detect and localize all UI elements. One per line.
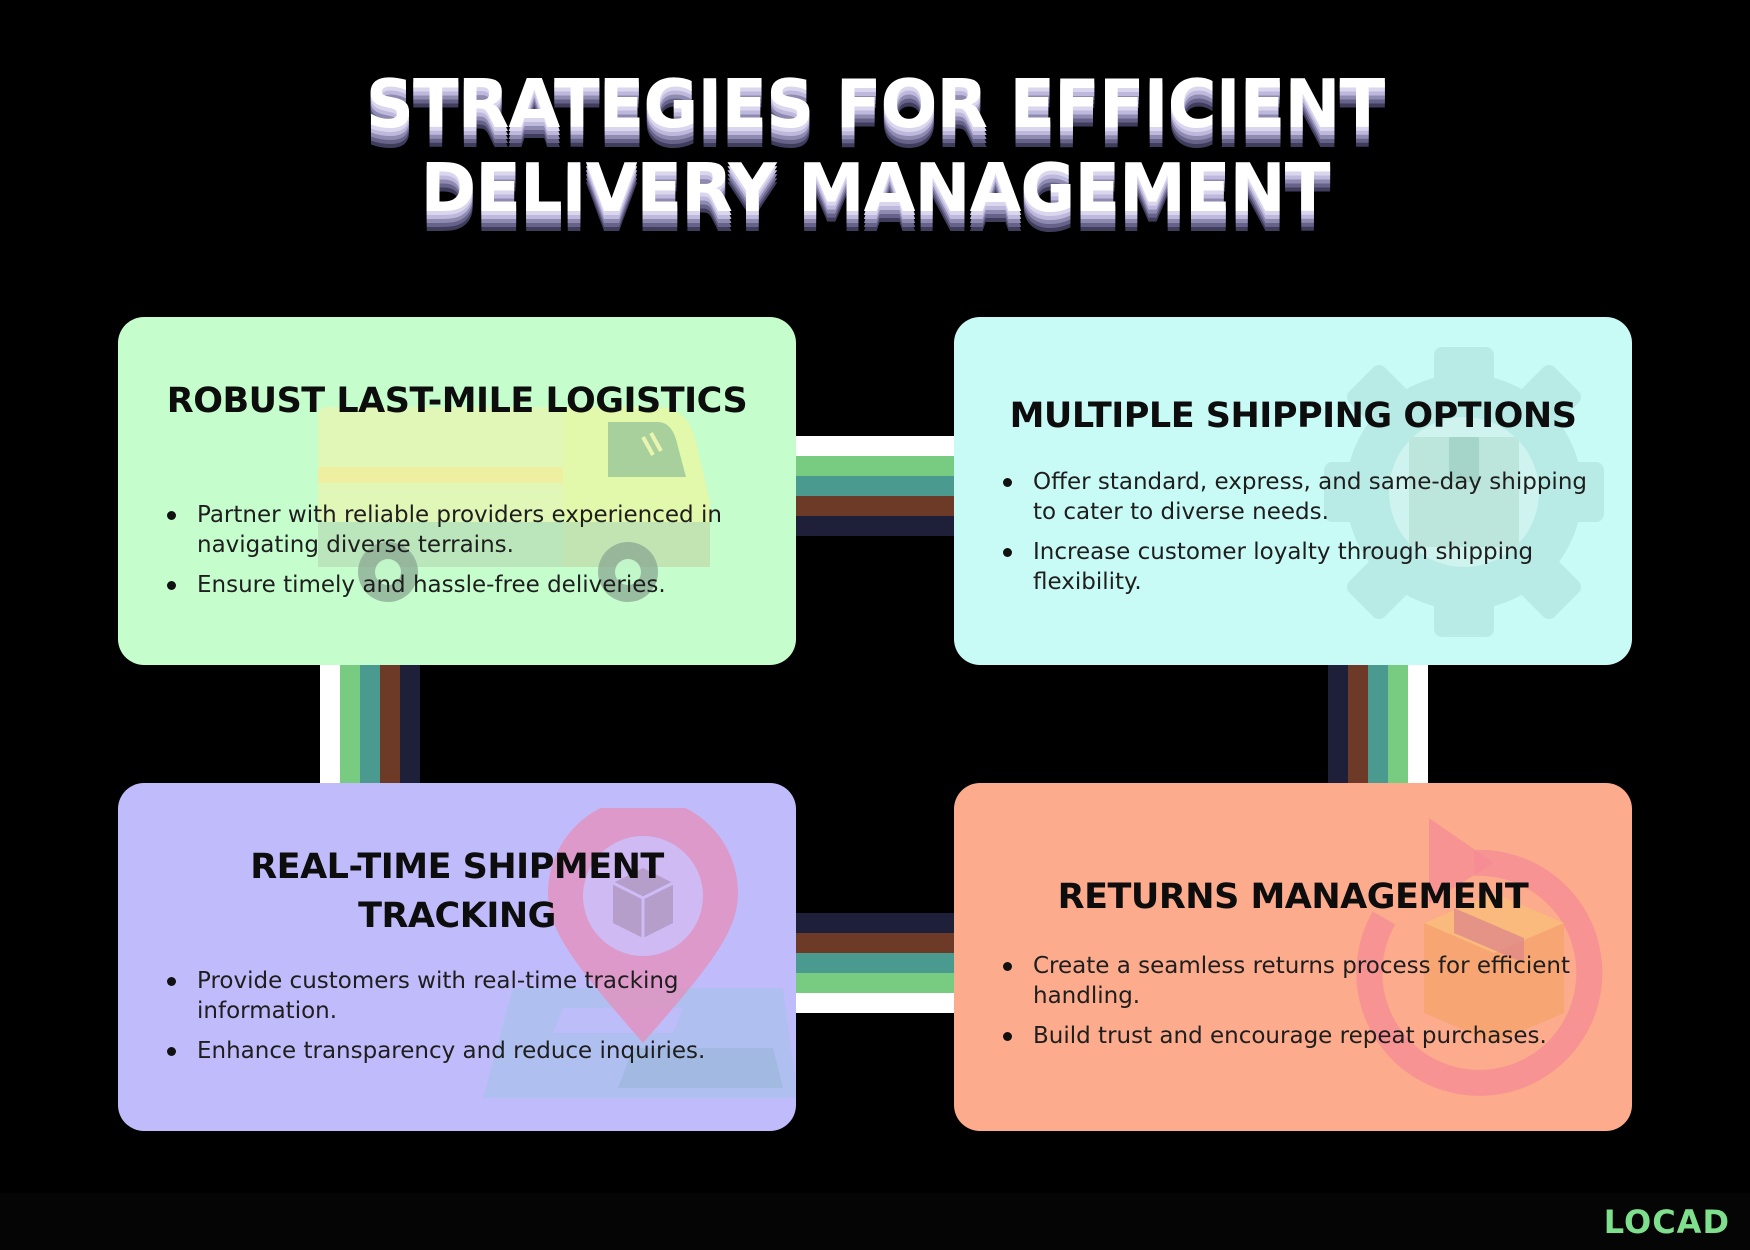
connector-bottom <box>795 913 955 1013</box>
card-title: REAL-TIME SHIPMENT TRACKING <box>250 847 664 936</box>
title-line-1: STRATEGIES FOR EFFICIENT <box>365 65 1385 143</box>
brand-logo: LOCAD <box>1603 1203 1730 1241</box>
bullet-item: Partner with reliable providers experien… <box>164 500 764 560</box>
footer-band <box>0 1193 1750 1250</box>
bullet-list: Provide customers with real-time trackin… <box>164 966 764 1076</box>
connector-left <box>320 660 420 790</box>
card-shipping-options: MULTIPLE SHIPPING OPTIONS Offer standard… <box>954 317 1632 665</box>
card-shipment-tracking: REAL-TIME SHIPMENT TRACKING Provide cust… <box>118 783 796 1131</box>
bullet-list: Partner with reliable providers experien… <box>164 500 764 610</box>
bullet-item: Ensure timely and hassle-free deliveries… <box>164 570 764 600</box>
page-title: STRATEGIES FOR EFFICIENT DELIVERY MANAGE… <box>0 62 1750 230</box>
bullet-list: Create a seamless returns process for ef… <box>1000 951 1610 1061</box>
bullet-item: Create a seamless returns process for ef… <box>1000 951 1610 1011</box>
gear-package-icon <box>1324 347 1604 637</box>
delivery-truck-icon <box>318 407 710 602</box>
card-title: ROBUST LAST-MILE LOGISTICS <box>166 381 748 421</box>
card-title: RETURNS MANAGEMENT <box>1057 877 1529 917</box>
return-package-icon <box>1356 818 1603 1096</box>
bullet-item: Increase customer loyalty through shippi… <box>1000 537 1600 597</box>
connector-right <box>1328 660 1428 790</box>
connector-top <box>795 436 955 536</box>
card-last-mile-logistics: ROBUST LAST-MILE LOGISTICS Partner with … <box>118 317 796 665</box>
bullet-item: Build trust and encourage repeat purchas… <box>1000 1021 1610 1051</box>
card-title: MULTIPLE SHIPPING OPTIONS <box>1009 396 1577 436</box>
bullet-list: Offer standard, express, and same-day sh… <box>1000 467 1600 607</box>
bullet-item: Enhance transparency and reduce inquirie… <box>164 1036 764 1066</box>
title-line-2: DELIVERY MANAGEMENT <box>420 149 1331 227</box>
card-returns-management: RETURNS MANAGEMENT Create a seamless ret… <box>954 783 1632 1131</box>
bullet-item: Provide customers with real-time trackin… <box>164 966 764 1026</box>
map-pin-package-icon <box>483 808 796 1098</box>
bullet-item: Offer standard, express, and same-day sh… <box>1000 467 1600 527</box>
